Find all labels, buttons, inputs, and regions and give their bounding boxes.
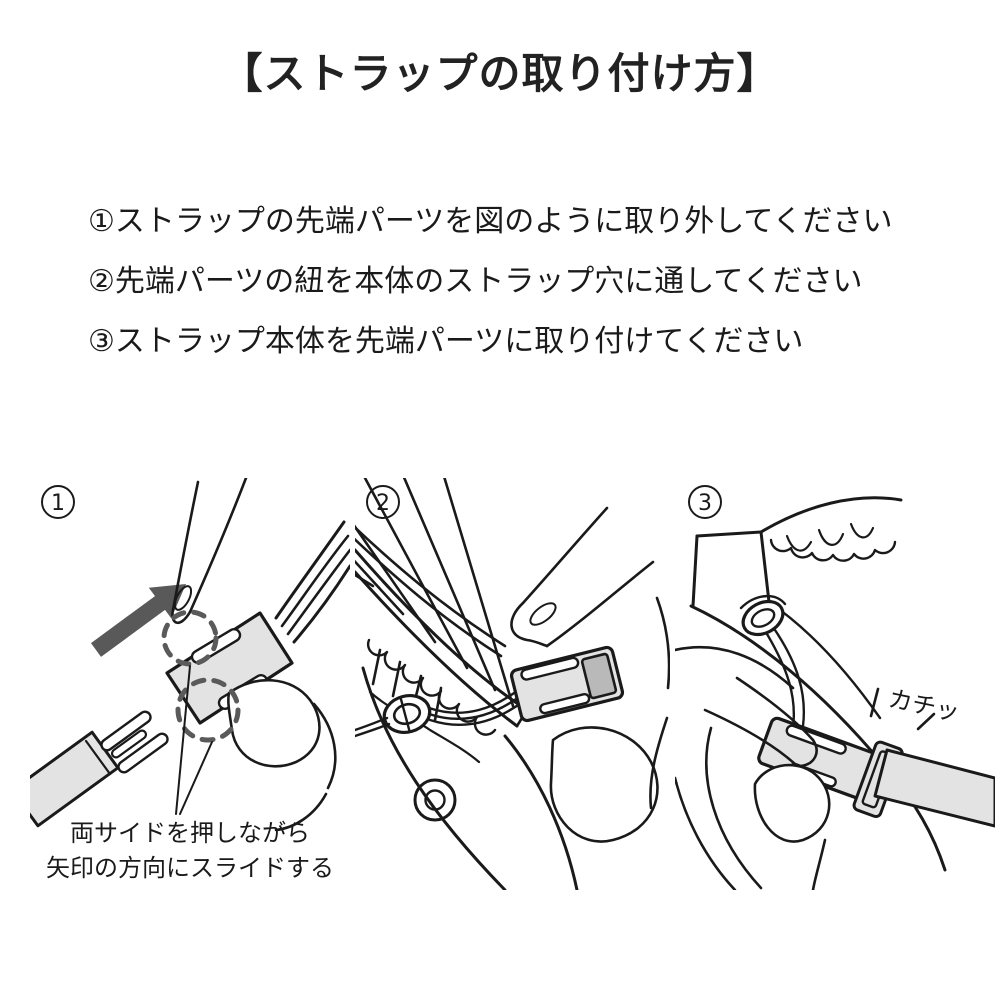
page-title: 【ストラップの取り付け方】 (220, 49, 780, 98)
step1-number-badge: 1 (41, 485, 75, 519)
instruction-step-3: ③ストラップ本体を先端パーツに取り付けてください (88, 324, 804, 359)
press-points-highlight (161, 609, 241, 743)
step1-number: 1 (51, 491, 65, 516)
step3-number-badge: 3 (688, 485, 722, 519)
strap-hole (382, 694, 432, 734)
step3-illustration: 3 (675, 485, 995, 890)
index-finger (171, 478, 248, 624)
caption-leader-lines (175, 665, 213, 815)
fan-body (361, 666, 579, 890)
step3-number: 3 (698, 491, 712, 516)
instruction-list: ①ストラップの先端パーツを図のように取り外してください ②先端パーツの紐を本体の… (88, 192, 948, 372)
strap-cords (274, 520, 350, 644)
hand (675, 645, 831, 890)
click-sound-effect: カチッ (869, 684, 962, 731)
instruction-step-1: ①ストラップの先端パーツを図のように取り外してください (88, 204, 893, 239)
instruction-step-2: ②先端パーツの紐を本体のストラップ穴に通してください (88, 264, 863, 299)
power-button (413, 778, 457, 822)
hand (510, 506, 670, 843)
strap-hole (739, 595, 806, 730)
fan-bottom (689, 496, 947, 872)
slide-direction-arrow-icon (91, 584, 186, 657)
strap-tip-part (509, 645, 625, 723)
strap-cord (355, 686, 527, 738)
step2-number: 2 (376, 491, 390, 516)
step1-caption: 両サイドを押しながら 矢印の方向にスライドする (40, 816, 340, 886)
strap-male-buckle (30, 710, 169, 828)
strap-band (873, 748, 995, 828)
strap-cord (773, 628, 806, 728)
click-sound-label: カチッ (886, 684, 962, 726)
thumb (227, 679, 337, 832)
fan-head (355, 478, 529, 764)
step2-illustration: 2 (355, 478, 670, 890)
step2-number-badge: 2 (366, 485, 400, 519)
step1-caption-line2: 矢印の方向にスライドする (46, 854, 334, 882)
step1-illustration: 1 (30, 478, 350, 832)
step1-caption-line1: 両サイドを押しながら (70, 819, 310, 847)
